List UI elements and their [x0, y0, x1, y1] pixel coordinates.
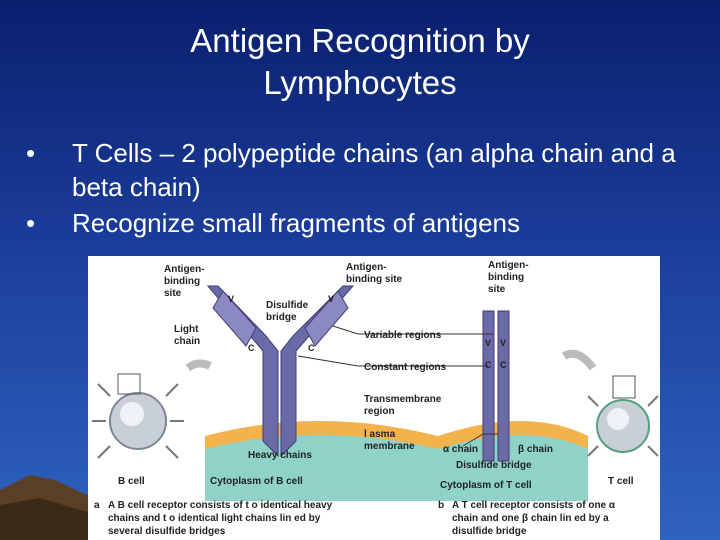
cytoplasm-b-label: Cytoplasm of B cell [210, 476, 303, 487]
c-mark: C [485, 360, 492, 370]
variable-regions-label: Variable regions [364, 330, 442, 341]
c-mark: C [248, 343, 255, 353]
beta-chain-label: β chain [518, 444, 553, 455]
c-mark: C [500, 360, 507, 370]
b-cell-illustration [92, 373, 184, 459]
bullet-list: • T Cells – 2 polypeptide chains (an alp… [26, 136, 706, 242]
cytoplasm-t-label: Cytoplasm of T cell [440, 480, 532, 491]
bullet-icon: • [26, 208, 36, 238]
t-cell-arrow [562, 349, 597, 371]
center-site-label-2: binding site [346, 274, 403, 285]
light-chain-label-2: chain [174, 336, 200, 347]
bullet-text: T Cells – 2 polypeptide chains (an alpha… [72, 138, 676, 202]
plasma-label-1: l asma [364, 429, 396, 440]
light-chain-label-1: Light [174, 324, 199, 335]
transmembrane-label-2: region [364, 406, 395, 417]
caption-b-line-1: A T cell receptor consists of one α [452, 500, 616, 511]
disulfide-label-1: Disulfide [266, 300, 309, 311]
bullet-icon: • [26, 138, 36, 168]
t-cell-cytoplasm [438, 435, 588, 501]
b-site-label-3: site [164, 288, 182, 299]
title-line-2: Lymphocytes [263, 64, 457, 101]
caption-a-letter: a [94, 500, 100, 511]
v-mark: V [328, 294, 334, 304]
b-site-label-1: Antigen- [164, 264, 205, 275]
b-cell-label: B cell [118, 476, 145, 487]
caption-b-line-2: chain and one β chain lin ed by a [452, 513, 609, 524]
alpha-chain-label: α chain [443, 444, 478, 455]
t-cell-receptor [482, 310, 510, 462]
t-cell-label: T cell [608, 476, 634, 487]
caption-a-line-2: chains and t o identical light chains li… [108, 513, 321, 524]
v-mark: V [228, 294, 234, 304]
center-site-label-1: Antigen- [346, 262, 387, 273]
b-site-label-2: binding [164, 276, 200, 287]
t-site-label-1: Antigen- [488, 260, 529, 271]
caption-b-line-3: disulfide bridge [452, 526, 527, 537]
bullet-text: Recognize small fragments of antigens [72, 208, 521, 238]
t-cell-illustration [587, 375, 659, 457]
receptor-diagram: Antigen- binding site Antigen- binding s… [92, 260, 659, 537]
v-mark: V [500, 338, 506, 348]
b-cell-receptor [206, 285, 355, 458]
receptor-figure: Antigen- binding site Antigen- binding s… [88, 256, 660, 540]
constant-regions-label: Constant regions [364, 362, 447, 373]
caption-a-line-1: A B cell receptor consists of t o identi… [108, 500, 333, 511]
caption-a-line-3: several disulfide bridges [108, 526, 226, 537]
b-cell-cytoplasm [205, 435, 438, 501]
disulfide-bridge-label: Disulfide bridge [456, 460, 532, 471]
caption-b-letter: b [438, 500, 444, 511]
bullet-item: • T Cells – 2 polypeptide chains (an alp… [26, 136, 706, 204]
bullet-item: • Recognize small fragments of antigens [26, 206, 706, 240]
t-site-label-2: binding [488, 272, 524, 283]
leader-lines [297, 325, 498, 447]
plasma-label-2: membrane [364, 441, 415, 452]
b-cell-arrow [185, 359, 212, 372]
t-site-label-3: site [488, 284, 506, 295]
c-mark: C [308, 343, 315, 353]
slide-title: Antigen Recognition by Lymphocytes [60, 20, 660, 104]
heavy-chains-label: Heavy chains [248, 450, 312, 461]
transmembrane-label-1: Transmembrane [364, 394, 442, 405]
title-line-1: Antigen Recognition by [190, 22, 530, 59]
disulfide-label-2: bridge [266, 312, 297, 323]
v-mark: V [485, 338, 491, 348]
